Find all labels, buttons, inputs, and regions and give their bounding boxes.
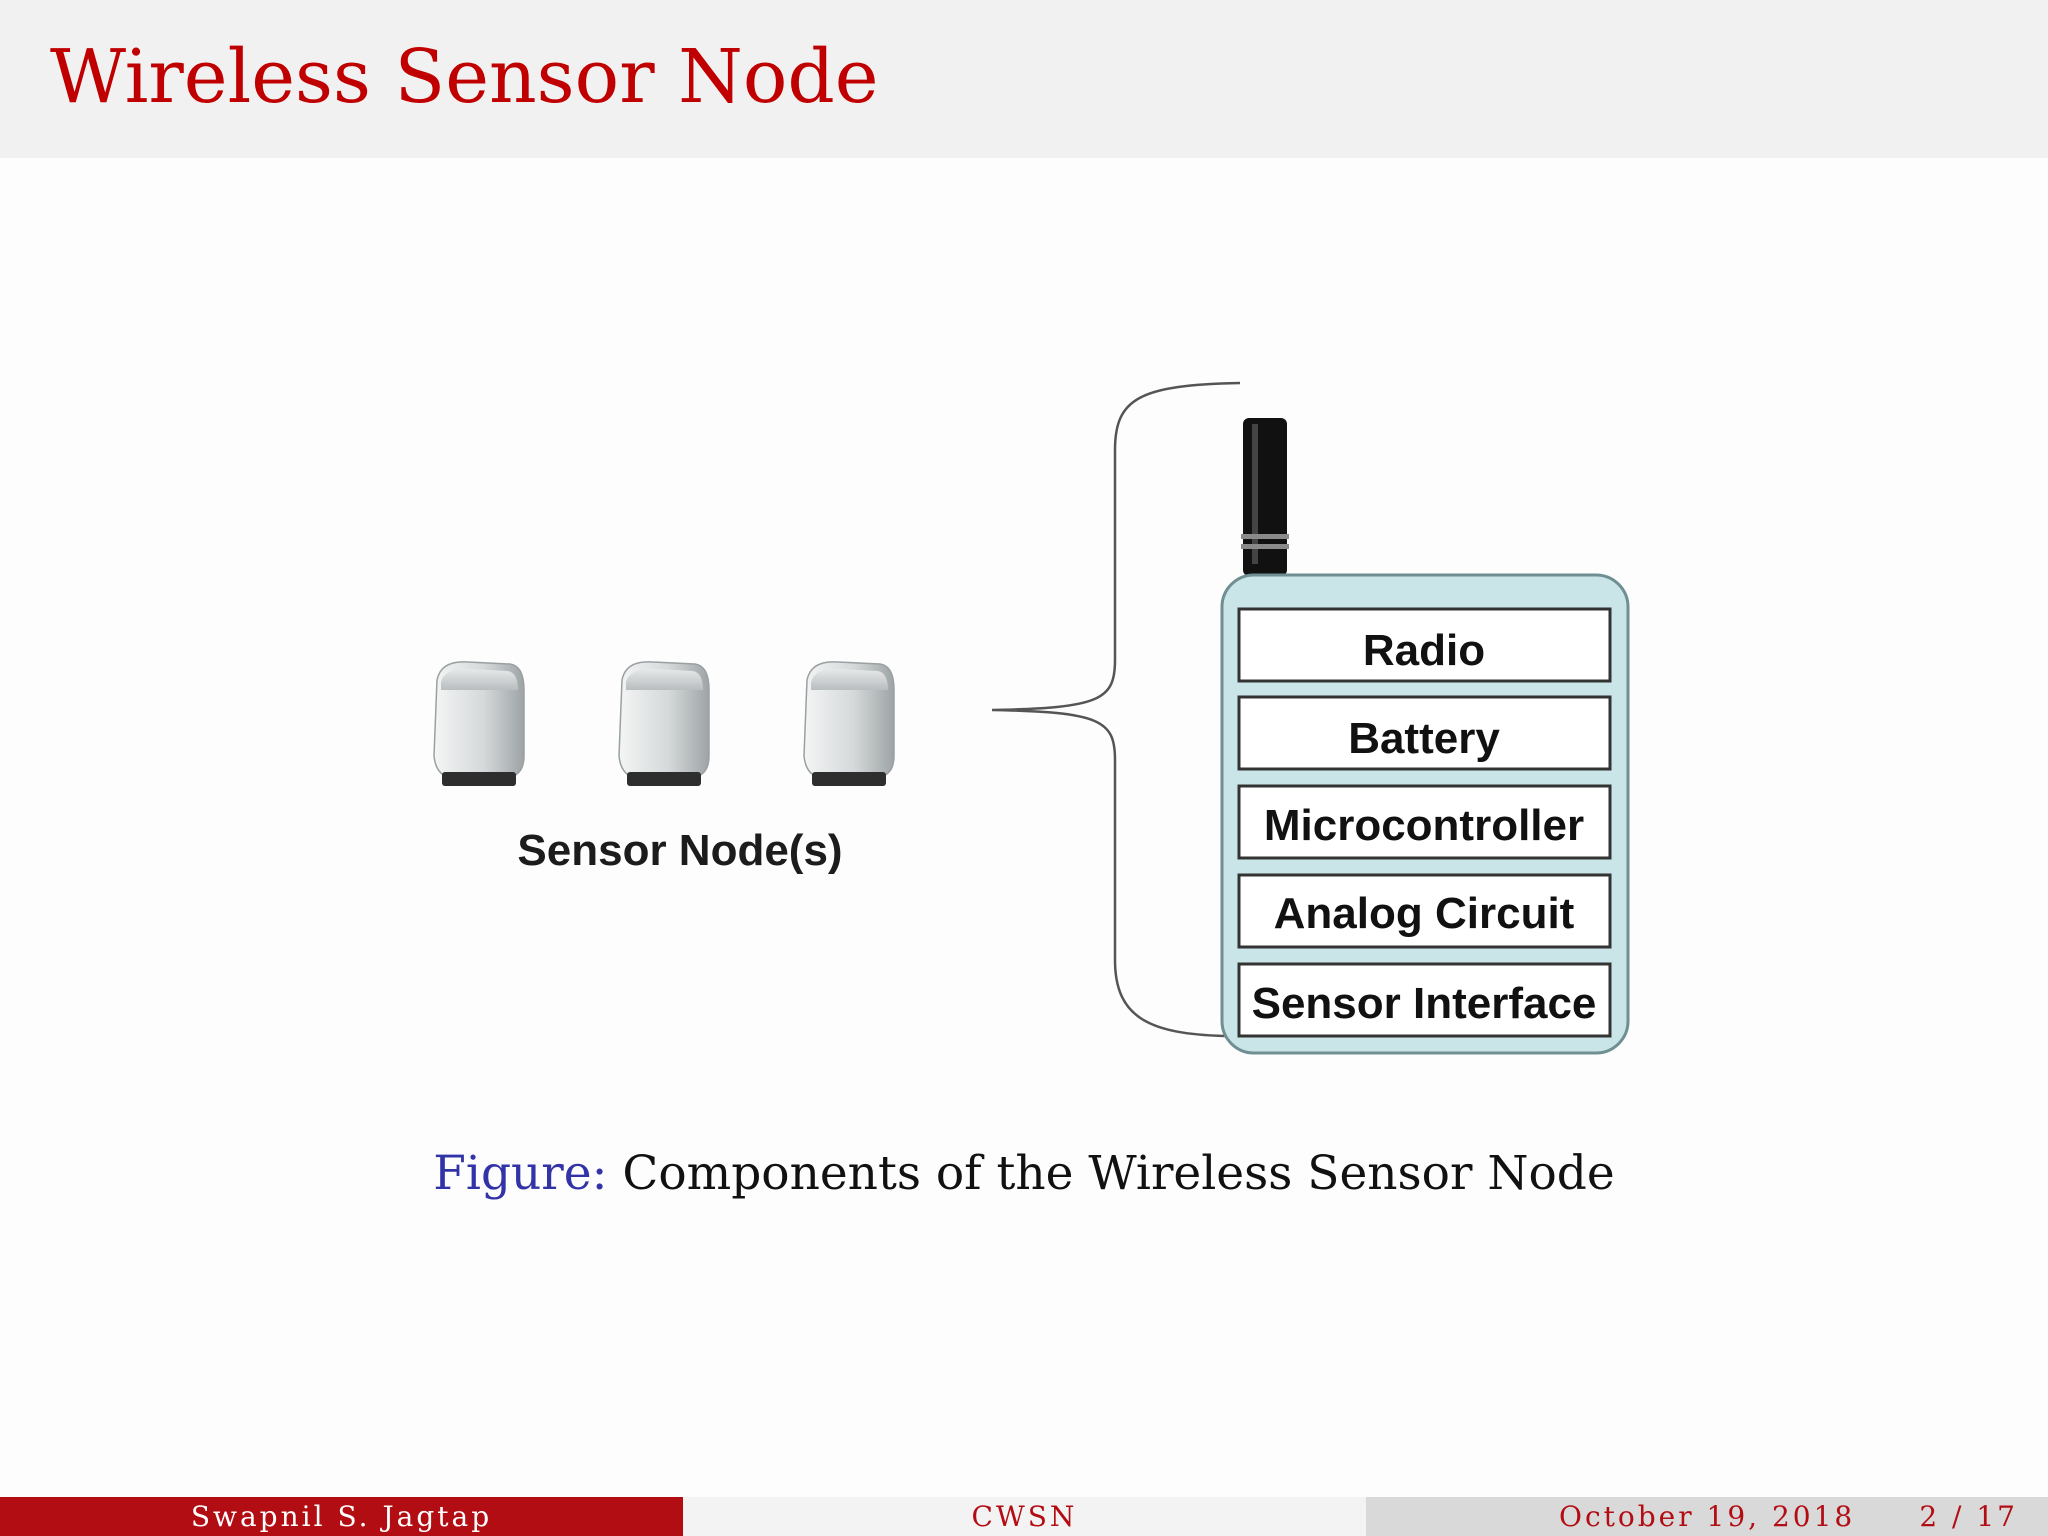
component-battery: Battery bbox=[1237, 695, 1612, 771]
component-sensor-interface: Sensor Interface bbox=[1237, 962, 1612, 1038]
footer-right: October 19, 2018 2 / 17 bbox=[1366, 1497, 2048, 1536]
component-radio: Radio bbox=[1237, 607, 1612, 683]
slide-title: Wireless Sensor Node bbox=[50, 34, 879, 120]
footer-author: Swapnil S. Jagtap bbox=[0, 1497, 683, 1536]
footer: Swapnil S. Jagtap CWSN October 19, 2018 … bbox=[0, 1497, 2048, 1536]
page-number[interactable]: 2 / 17 bbox=[1919, 1500, 2018, 1533]
component-label: Analog Circuit bbox=[1274, 889, 1575, 938]
sensor-nodes-label: Sensor Node(s) bbox=[517, 826, 842, 875]
brace-connector bbox=[991, 381, 1241, 1038]
sensor-node-device bbox=[803, 661, 895, 786]
sensor-node-device bbox=[433, 661, 525, 786]
footer-short-title: CWSN bbox=[683, 1497, 1366, 1536]
title-bar: Wireless Sensor Node bbox=[0, 0, 2048, 158]
component-analog-circuit: Analog Circuit bbox=[1237, 873, 1612, 949]
antenna-icon bbox=[1241, 418, 1289, 576]
component-microcontroller: Microcontroller bbox=[1237, 784, 1612, 860]
component-label: Microcontroller bbox=[1264, 801, 1584, 850]
component-label: Sensor Interface bbox=[1252, 979, 1597, 1028]
caption-text: Components of the Wireless Sensor Node bbox=[622, 1146, 1615, 1201]
caption-prefix: Figure: bbox=[433, 1146, 608, 1201]
figure-caption: Figure: Components of the Wireless Senso… bbox=[0, 1146, 2048, 1201]
footer-date: October 19, 2018 bbox=[1559, 1500, 1856, 1533]
sensor-node-device bbox=[618, 661, 710, 786]
component-label: Battery bbox=[1348, 714, 1500, 763]
component-label: Radio bbox=[1363, 626, 1485, 675]
